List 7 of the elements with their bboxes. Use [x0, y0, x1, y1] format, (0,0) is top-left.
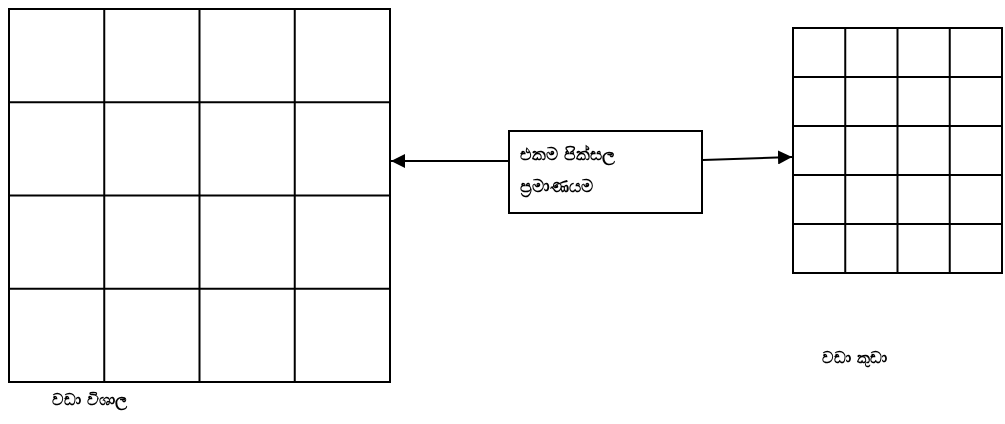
- box-text: එකම පික්සල ප්‍රමාණයම: [520, 143, 616, 200]
- text-box: [508, 130, 703, 214]
- pixel-grid: [792, 27, 1003, 274]
- arrow: [390, 154, 509, 168]
- arrow: [702, 150, 793, 165]
- pixel-grid: [8, 8, 391, 383]
- caption-text: වඩා කුඩා: [822, 348, 887, 367]
